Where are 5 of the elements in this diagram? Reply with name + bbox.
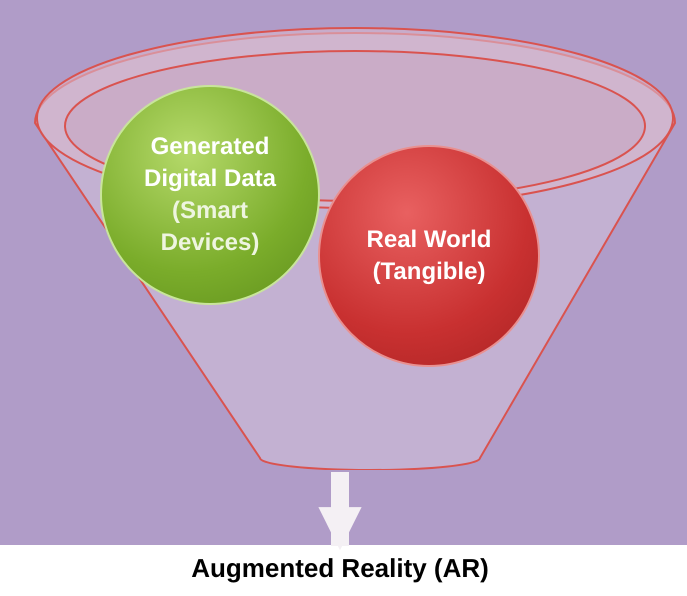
circle-heading: Real World (Tangible) [366,225,492,287]
circle-subtext: (Smart Devices) [160,196,260,258]
down-arrow [318,472,362,550]
output-label: Augmented Reality (AR) [191,552,489,584]
circle-heading: Generated Digital Data [142,132,278,194]
